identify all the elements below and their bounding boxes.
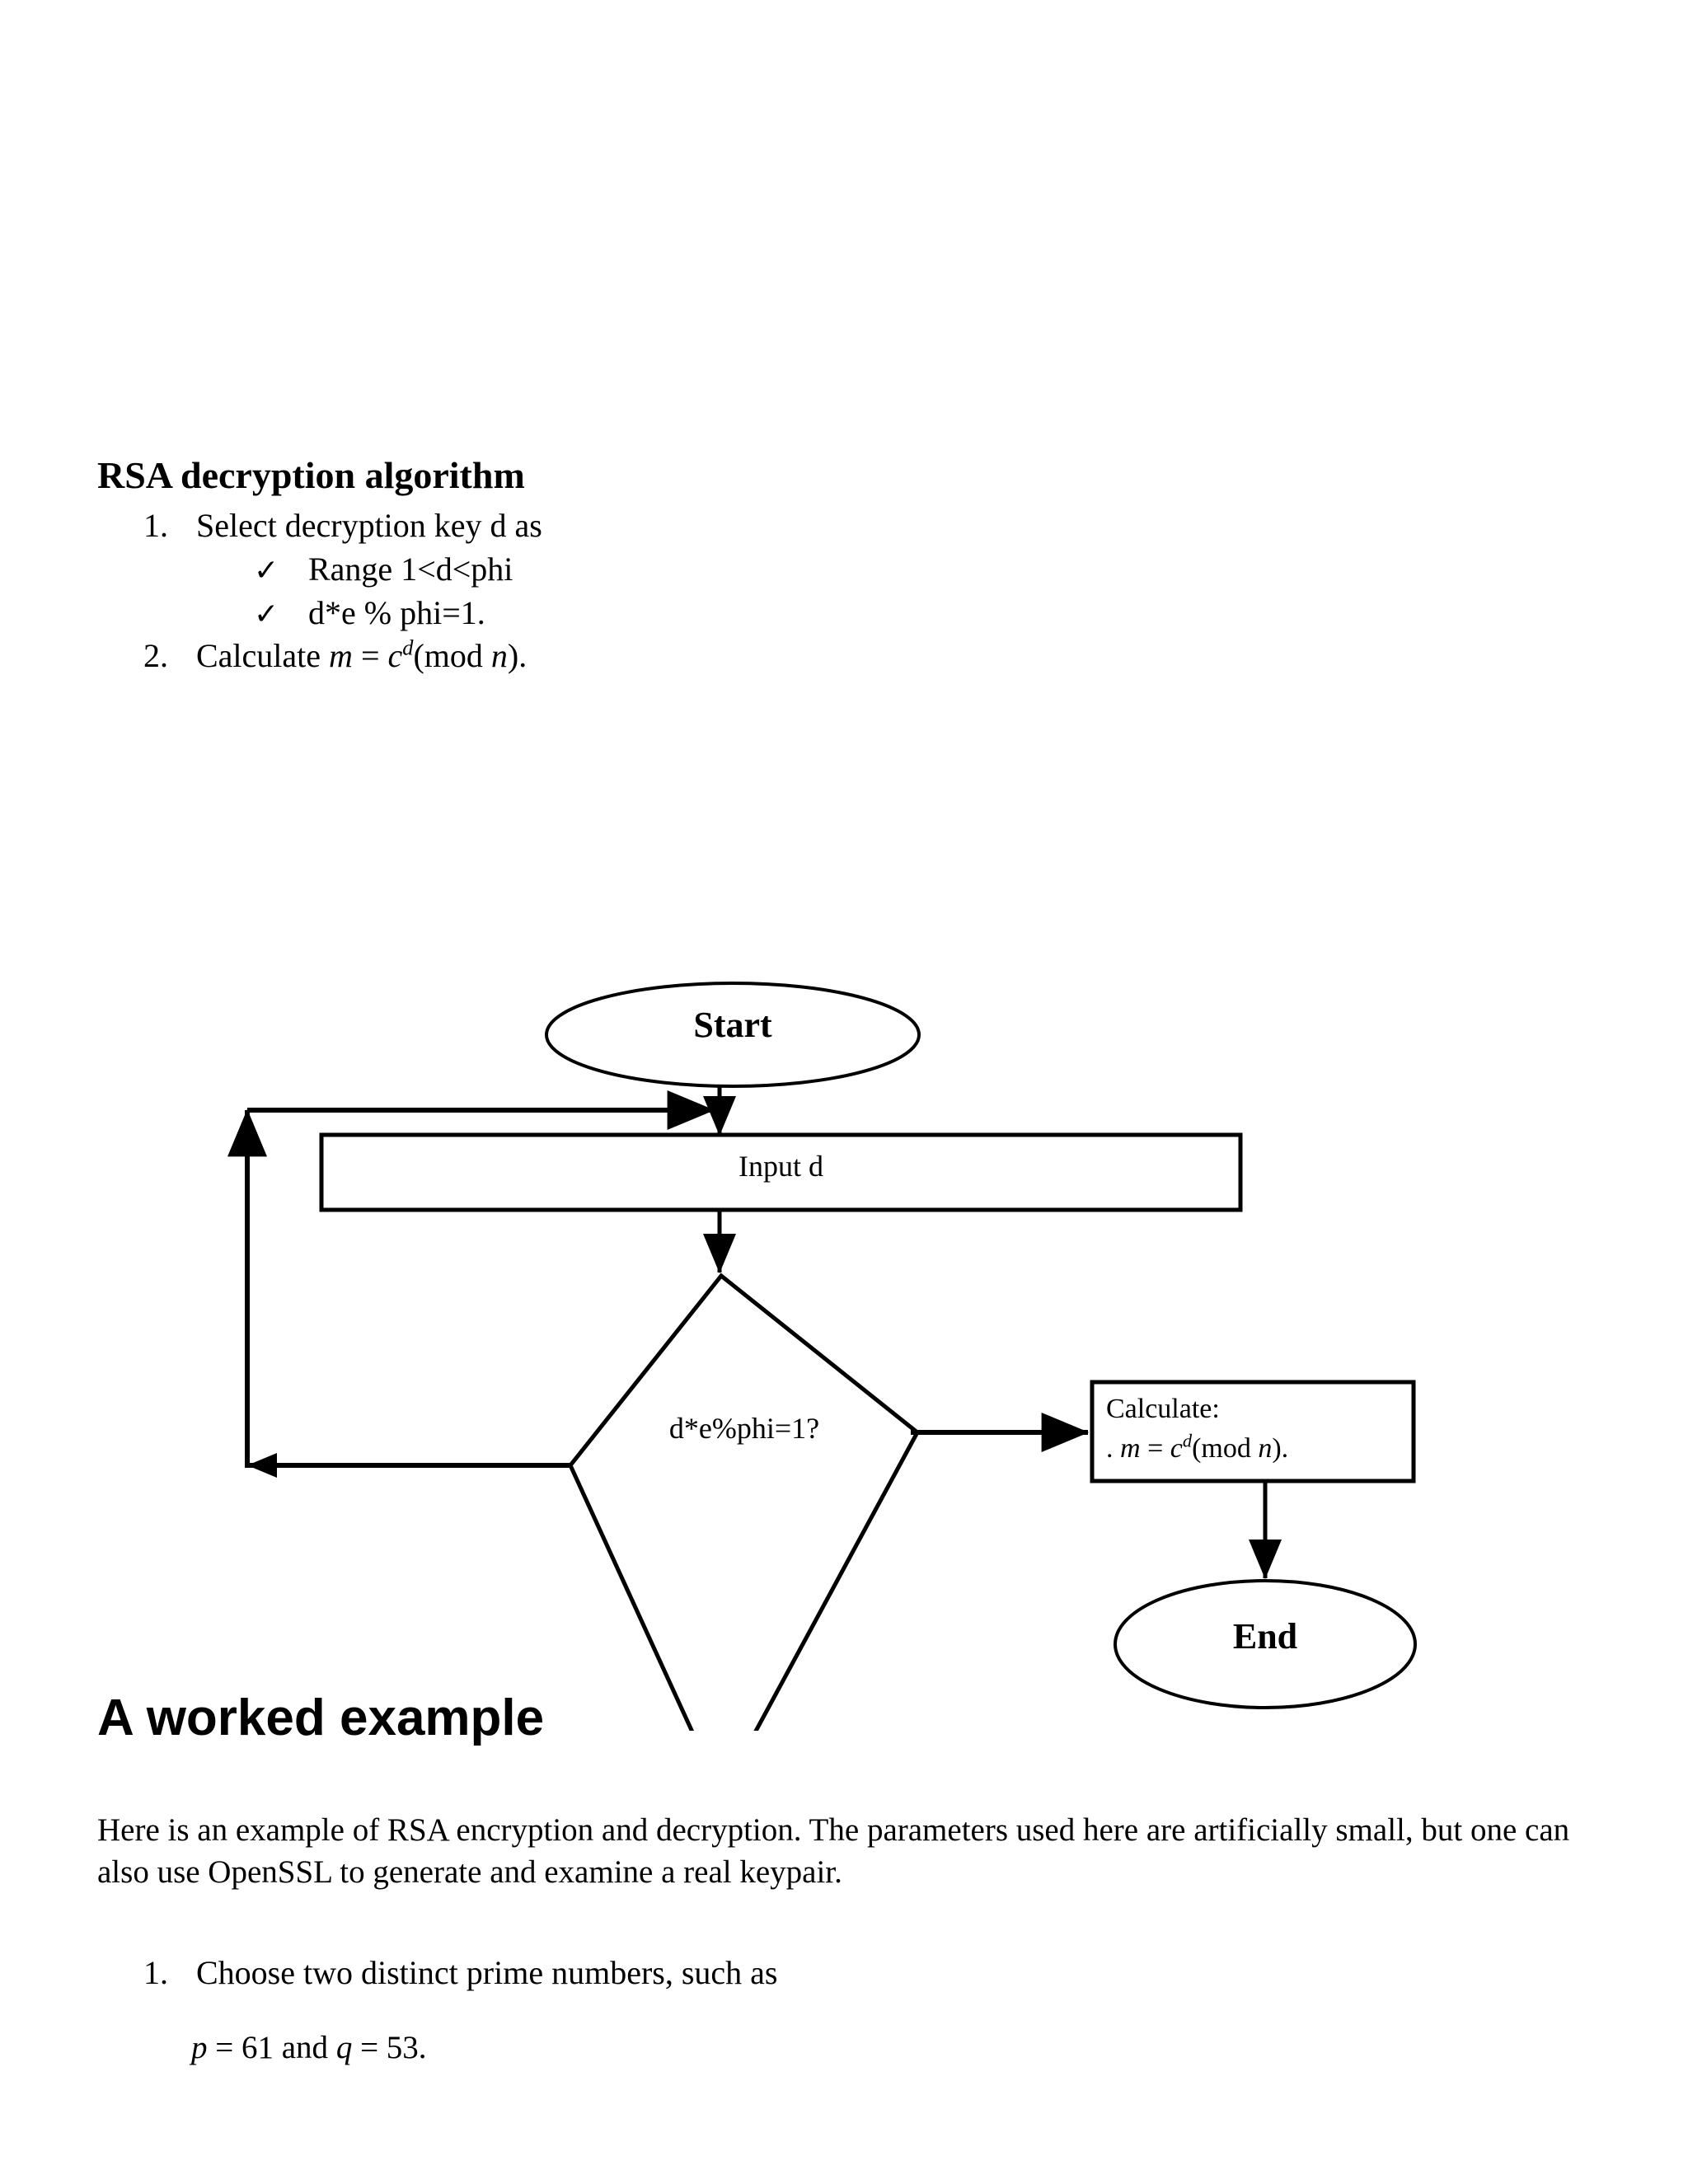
math-var-n: n xyxy=(1258,1433,1273,1465)
pq-mid-text: = 61 and xyxy=(207,2030,336,2065)
math-var-c: c xyxy=(387,637,403,675)
flowchart-decision-diamond xyxy=(568,1272,921,1731)
calculate-line-1: Calculate: xyxy=(1106,1394,1220,1424)
list-marker: 1. xyxy=(143,507,168,544)
list-item: ✓ d*e % phi=1. xyxy=(97,592,1004,635)
section-heading-worked-example: A worked example xyxy=(97,1690,545,1746)
math-mod-close: ). xyxy=(1272,1433,1289,1465)
list-item: ✓ Range 1<d<phi xyxy=(97,548,1004,592)
flowchart-calculate-label: Calculate: . m = cd(mod n). xyxy=(1106,1390,1419,1469)
list-item: 1. Select decryption key d as xyxy=(97,504,1004,548)
flowchart-input-box xyxy=(319,1132,1243,1212)
math-mod-close: ). xyxy=(507,637,528,675)
list-item-label: Calculate m = cd(mod n). xyxy=(196,635,527,678)
calculate-prefix-dot: . xyxy=(1106,1433,1120,1465)
list-item-label: d*e % phi=1. xyxy=(308,593,485,631)
list-item: 1. Choose two distinct prime numbers, su… xyxy=(97,1952,1334,1995)
list-marker: 1. xyxy=(143,1954,168,1991)
flowchart-decision-label: d*e%phi=1? xyxy=(668,1412,820,1445)
math-equals: = xyxy=(352,637,388,675)
math-var-c: c xyxy=(1170,1433,1183,1465)
flowchart-end-label: End xyxy=(1232,1616,1298,1657)
math-var-p: p xyxy=(191,2030,208,2065)
math-mod-open: (mod xyxy=(413,637,491,675)
flowchart-start-label: Start xyxy=(693,1005,772,1045)
checkmark-icon: ✓ xyxy=(254,553,279,588)
list-item: 2. Calculate m = cd(mod n). xyxy=(97,635,1004,678)
flowchart-input-label: Input d xyxy=(738,1150,823,1183)
checkmark-icon: ✓ xyxy=(254,597,279,631)
math-var-m: m xyxy=(1120,1433,1141,1465)
math-exponent-d: d xyxy=(402,635,414,661)
list-item-label: Range 1<d<phi xyxy=(308,550,513,588)
math-var-q: q xyxy=(335,2030,353,2065)
math-exponent-d: d xyxy=(1182,1430,1193,1451)
math-var-m: m xyxy=(329,637,353,675)
math-equals: = xyxy=(1140,1433,1170,1465)
worked-example-steps-list: 1. Choose two distinct prime numbers, su… xyxy=(97,1952,1334,1995)
arrow-loop-left-head xyxy=(247,1453,277,1478)
list-item-label: Choose two distinct prime numbers, such … xyxy=(196,1954,778,1991)
list-item-label: Select decryption key d as xyxy=(196,507,542,544)
page-title-rsa-decryption: RSA decryption algorithm xyxy=(97,454,525,496)
flowchart-calculate-box xyxy=(1090,1380,1416,1483)
calc-text: Calculate xyxy=(196,637,330,675)
flowchart-end-oval xyxy=(1114,1579,1417,1709)
rsa-decryption-steps-list: 1. Select decryption key d as ✓ Range 1<… xyxy=(97,504,1004,678)
list-marker: 2. xyxy=(143,637,168,675)
math-var-n: n xyxy=(490,637,508,675)
rsa-decryption-flowchart xyxy=(0,948,1688,1731)
pq-tail-text: = 53. xyxy=(352,2030,427,2065)
math-mod-open: (mod xyxy=(1192,1433,1259,1465)
prime-values-line: p = 61 and q = 53. xyxy=(191,2029,427,2066)
calculate-line-2: . m = cd(mod n). xyxy=(1106,1429,1419,1469)
flowchart-start-oval xyxy=(545,982,921,1088)
worked-example-paragraph: Here is an example of RSA encryption and… xyxy=(97,1812,1570,1890)
